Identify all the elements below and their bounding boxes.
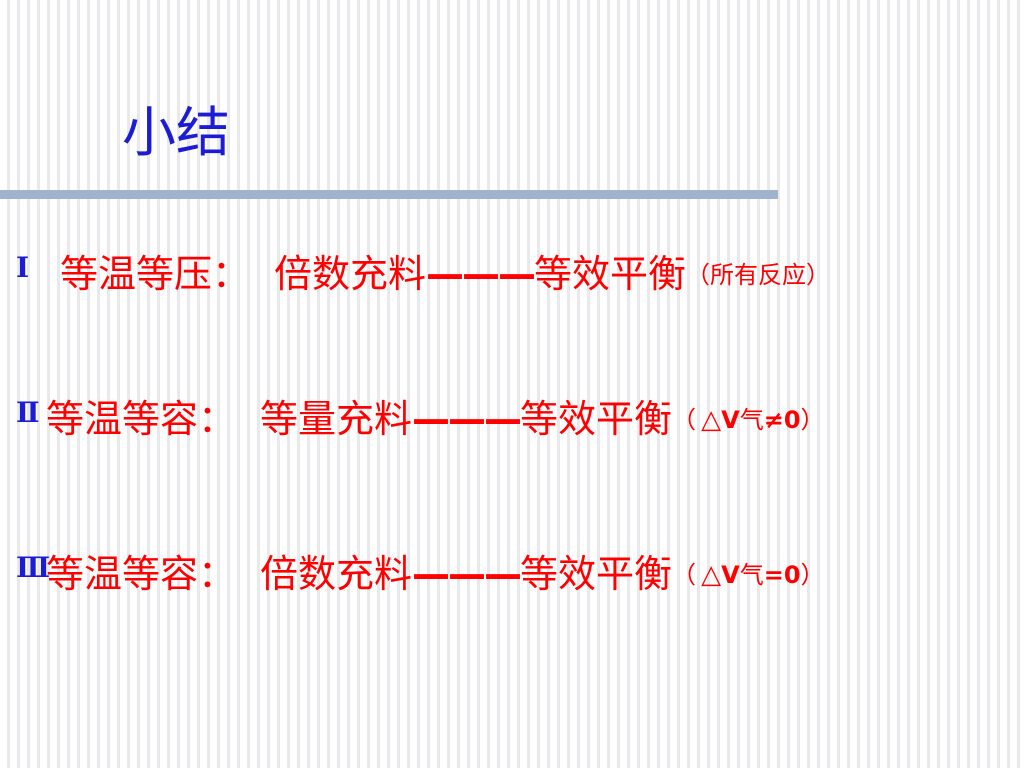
note-text: 所有反应 [710, 261, 807, 289]
roman-numeral-3: Ⅲ [16, 551, 51, 584]
delta-icon: △ [701, 560, 722, 590]
note-close-paren: ） [800, 406, 825, 434]
dash-connector: ——— [412, 397, 522, 441]
method-text: 倍数充料 [260, 552, 413, 596]
result-text: 等效平衡 [534, 252, 687, 296]
note-variable: V [721, 406, 740, 434]
note-relation: =0 [763, 561, 801, 589]
note-close-paren: ） [800, 561, 825, 589]
condition-text: 等温等容： [46, 397, 237, 441]
title-divider [0, 190, 778, 199]
note-variable: V [721, 561, 740, 589]
note-subscript: 气 [739, 561, 764, 589]
note-open-paren: （ [672, 406, 697, 434]
result-text: 等效平衡 [520, 397, 673, 441]
slide-title: 小结 [122, 101, 230, 164]
note-open-paren: （ [672, 561, 697, 589]
condition-text: 等温等容： [46, 552, 237, 596]
method-text: 倍数充料 [274, 252, 427, 296]
note-close-paren: ） [806, 261, 831, 289]
dash-connector: ——— [412, 552, 522, 596]
dash-connector: ——— [426, 252, 536, 296]
delta-icon: △ [701, 405, 722, 435]
result-text: 等效平衡 [520, 552, 673, 596]
summary-row-3: Ⅲ等温等容： 倍数充料———等效平衡（ △V气=0） [16, 548, 1024, 600]
note-open-paren: （ [686, 261, 711, 289]
condition-text: 等温等压： [60, 252, 251, 296]
note-relation: ≠0 [763, 406, 801, 434]
summary-row-1: Ⅰ 等温等压： 倍数充料———等效平衡（所有反应） [16, 248, 1024, 300]
roman-numeral-2: Ⅱ [16, 396, 40, 429]
note-subscript: 气 [739, 406, 764, 434]
method-text: 等量充料 [260, 397, 413, 441]
roman-numeral-1: Ⅰ [16, 251, 30, 284]
